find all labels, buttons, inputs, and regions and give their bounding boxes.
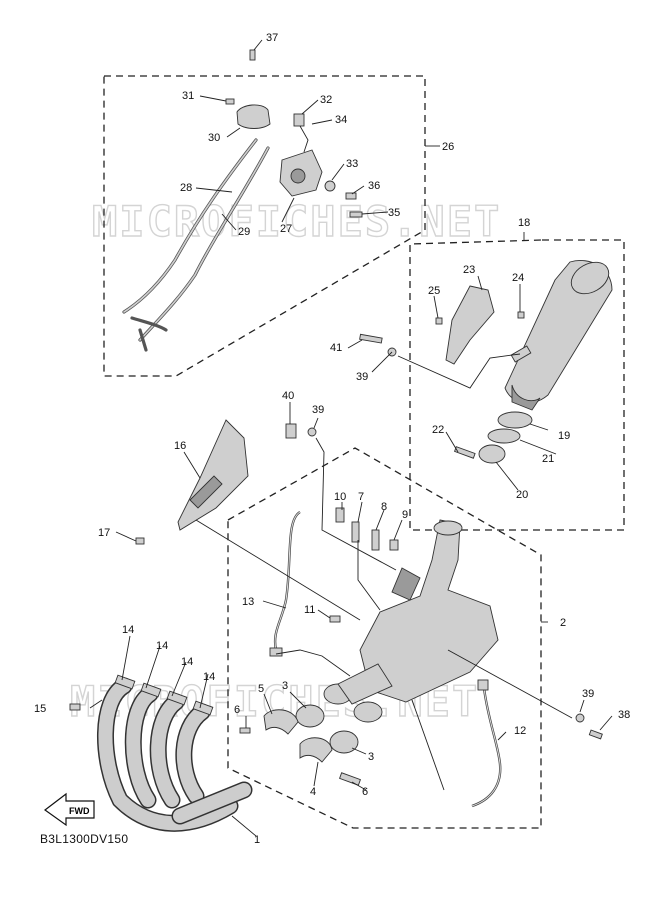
springs-and-bolts <box>239 423 399 734</box>
cable-bracket <box>236 104 271 129</box>
callout-14-c: 14 <box>181 656 193 668</box>
callout-37: 37 <box>266 32 278 44</box>
heat-protector <box>135 419 249 545</box>
catalyst-chamber <box>323 519 499 723</box>
callout-12: 12 <box>514 725 526 737</box>
callout-4: 4 <box>310 786 316 798</box>
muffler <box>504 260 613 411</box>
callout-33: 33 <box>346 158 358 170</box>
callout-3-top: 3 <box>282 680 288 692</box>
callout-20: 20 <box>516 489 528 501</box>
callout-16: 16 <box>174 440 186 452</box>
callout-7: 7 <box>358 491 364 503</box>
callout-31: 31 <box>182 90 194 102</box>
callout-36: 36 <box>368 180 380 192</box>
exhaust-valve-cables <box>122 138 270 352</box>
diagram-code: B3L1300DV150 <box>40 832 128 846</box>
servo-bolts <box>225 49 363 218</box>
callout-27: 27 <box>280 223 292 235</box>
callout-23: 23 <box>463 264 475 276</box>
exhaust-valve-servo <box>279 113 323 197</box>
group-box-26 <box>103 75 426 377</box>
callout-39-top: 39 <box>356 371 368 383</box>
group-box-2 <box>227 447 542 829</box>
callout-39-mid: 39 <box>312 404 324 416</box>
callout-17: 17 <box>98 527 110 539</box>
callout-13: 13 <box>242 596 254 608</box>
callout-numbers: 37 31 32 34 30 26 33 36 28 35 18 27 29 2… <box>34 32 630 846</box>
o2-sensor-12 <box>471 679 502 808</box>
callout-6-right: 6 <box>362 786 368 798</box>
callout-22: 22 <box>432 424 444 436</box>
callout-1: 1 <box>254 834 260 846</box>
callout-40: 40 <box>282 390 294 402</box>
callout-9: 9 <box>402 509 408 521</box>
callout-15: 15 <box>34 703 46 715</box>
callout-28: 28 <box>180 182 192 194</box>
callout-14-d: 14 <box>203 671 215 683</box>
callout-11: 11 <box>304 604 315 616</box>
muffler-gasket-and-clamp <box>454 411 533 464</box>
callout-38: 38 <box>618 709 630 721</box>
callout-8: 8 <box>381 501 387 513</box>
callout-3-bottom: 3 <box>368 751 374 763</box>
exhaust-header-pipes <box>69 674 253 832</box>
callout-2: 2 <box>560 617 566 629</box>
callout-35: 35 <box>388 207 400 219</box>
callout-32: 32 <box>320 94 332 106</box>
callout-14-a: 14 <box>122 624 134 636</box>
callout-24: 24 <box>512 272 524 284</box>
watermark-top: MICROFICHES.NET <box>92 197 501 246</box>
callout-19: 19 <box>558 430 570 442</box>
callout-30: 30 <box>208 132 220 144</box>
callout-34: 34 <box>335 114 347 126</box>
callout-21: 21 <box>542 453 554 465</box>
callout-5: 5 <box>258 683 264 695</box>
callout-39-bottom: 39 <box>582 688 594 700</box>
callout-10: 10 <box>334 491 346 503</box>
leader-lines <box>89 39 613 837</box>
fwd-arrow-icon: FWD <box>43 792 95 827</box>
fwd-label: FWD <box>69 806 90 816</box>
callout-41: 41 <box>330 342 342 354</box>
group-box-18 <box>409 239 625 531</box>
callout-29: 29 <box>238 226 250 238</box>
muffler-bolts <box>359 311 525 357</box>
muffler-protector <box>445 285 495 365</box>
gaskets-and-clamps <box>263 704 361 786</box>
callout-26: 26 <box>442 141 454 153</box>
callout-6-left: 6 <box>234 704 240 716</box>
callout-18: 18 <box>518 217 530 229</box>
rear-stud-bolt <box>575 713 603 740</box>
callout-14-b: 14 <box>156 640 168 652</box>
o2-sensor-13 <box>269 510 301 657</box>
callout-25: 25 <box>428 285 440 297</box>
